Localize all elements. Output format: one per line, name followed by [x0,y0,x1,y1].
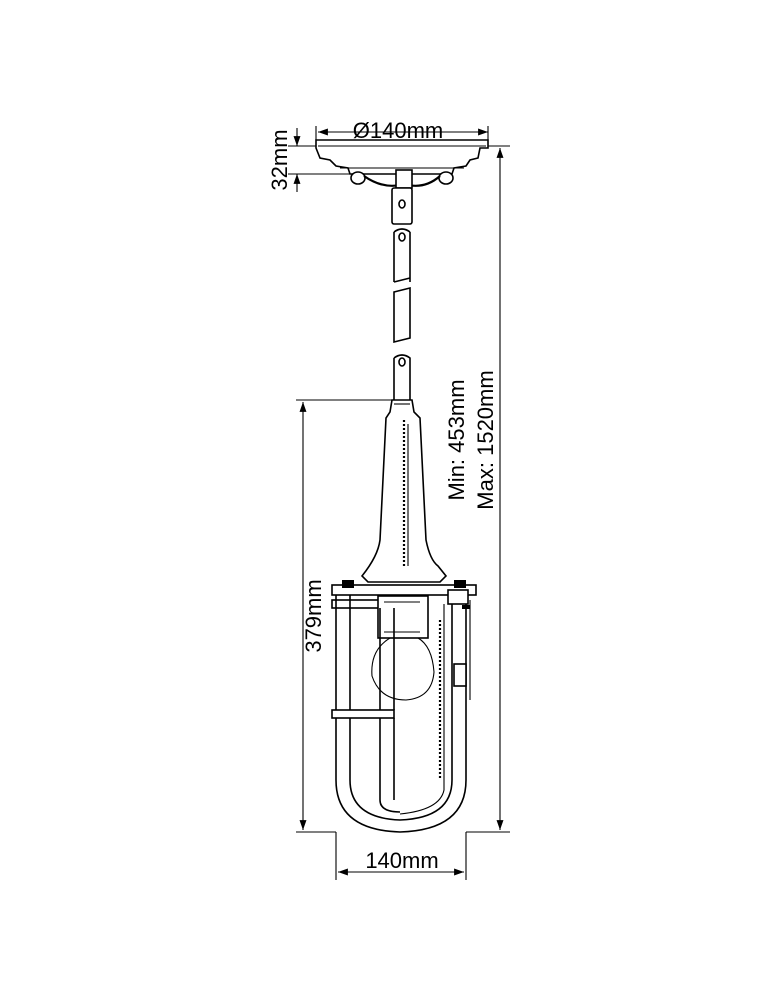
cage-width-label: 140mm [365,848,438,873]
dimension-lines [288,126,510,880]
suspension-rod [391,187,413,400]
canopy-height-label: 32mm [267,129,292,190]
ceiling-canopy [315,139,489,189]
guard-cage [331,580,477,833]
drop-min-label: Min: 453mm [444,379,469,500]
canopy-diameter-label: Ø140mm [353,118,443,143]
cage-height-label: 379mm [301,579,326,652]
drop-max-label: Max: 1520mm [473,370,498,509]
lamp-body [360,399,448,583]
